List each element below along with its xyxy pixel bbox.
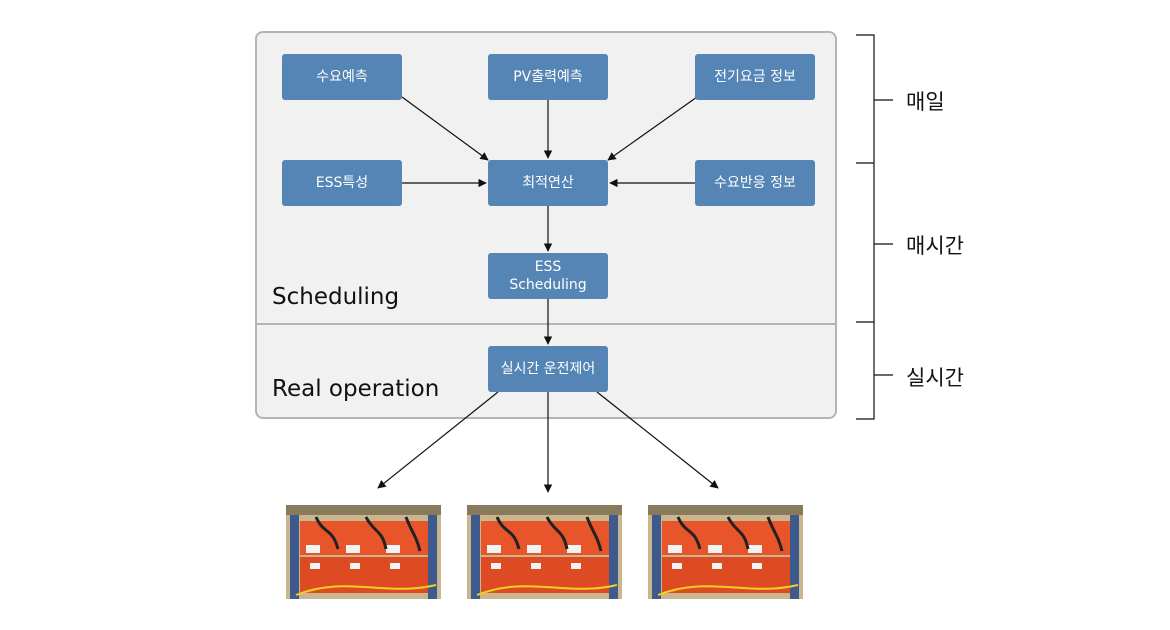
pv-forecast-box: PV출력예측 (488, 54, 608, 100)
arrow-rate-to-optimization (607, 96, 698, 161)
battery-rack-image (648, 505, 803, 599)
hourly-label: 매시간 (906, 234, 964, 258)
ess-scheduling-box: ESS Scheduling (488, 253, 608, 299)
optimization-box: 최적연산 (488, 160, 608, 206)
ess-scheduling-line2: Scheduling (509, 277, 587, 293)
ess-battery-photo-3 (648, 505, 803, 599)
battery-rack-image (286, 505, 441, 599)
ess-battery-photo-1 (286, 505, 441, 599)
scheduling-section-label: Scheduling (272, 284, 400, 310)
realtime-control-box: 실시간 운전제어 (488, 346, 608, 392)
timescale-bracket (856, 34, 875, 420)
daily-label: 매일 (906, 90, 945, 114)
ess-scheduling-line1: ESS (534, 259, 562, 275)
arrow-control-to-battery-1 (377, 391, 499, 489)
electricity-rate-box: 전기요금 정보 (695, 54, 815, 100)
ess-battery-photo-2 (467, 505, 622, 599)
demand-forecast-box: 수요예측 (282, 54, 402, 100)
real-operation-section-label: Real operation (272, 376, 440, 402)
battery-rack-image (467, 505, 622, 599)
realtime-label: 실시간 (906, 366, 964, 390)
ess-characteristics-box: ESS특성 (282, 160, 402, 206)
arrow-demand-to-optimization (401, 96, 489, 161)
arrow-control-to-battery-3 (596, 391, 719, 489)
demand-response-box: 수요반응 정보 (695, 160, 815, 206)
section-divider (257, 323, 835, 325)
